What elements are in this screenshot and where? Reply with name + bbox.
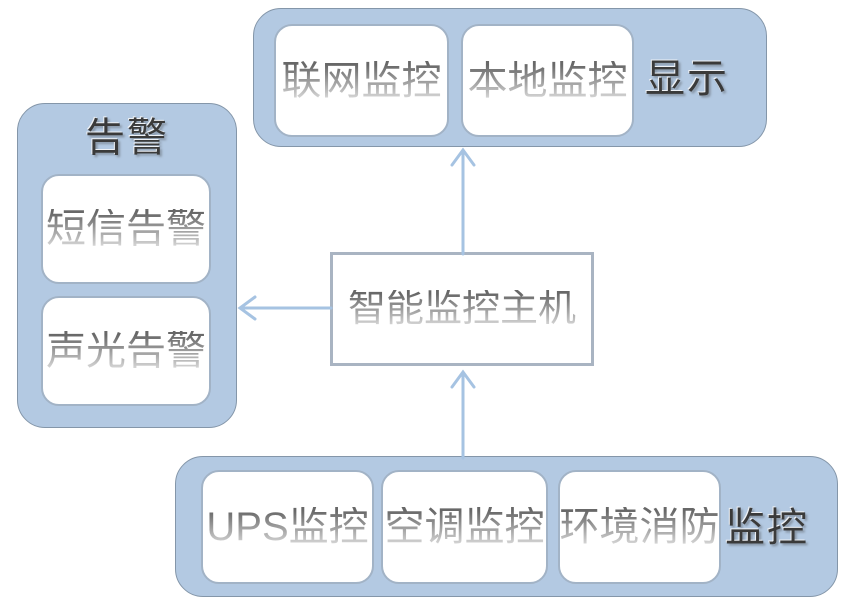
monitor-group-label-text: 监控	[725, 505, 809, 550]
arrow-center-to-display	[450, 147, 476, 256]
node-sound-light-alarm-label: 声光告警	[46, 329, 206, 373]
center-host-node: 智能监控主机	[330, 252, 594, 366]
display-group: 联网监控 本地监控 显示	[253, 8, 767, 147]
node-ups-monitoring-label: UPS监控	[206, 505, 369, 549]
node-sms-alarm: 短信告警	[41, 174, 211, 284]
monitor-group-label: 监控	[725, 457, 809, 598]
alarm-group-label: 告警	[18, 118, 236, 158]
monitor-group: UPS监控 空调监控 环境消防 监控	[175, 456, 838, 597]
node-local-monitoring-label: 本地监控	[467, 58, 628, 103]
node-ups-monitoring: UPS监控	[201, 470, 374, 584]
alarm-group: 告警 短信告警 声光告警	[17, 103, 237, 428]
alarm-group-label-text: 告警	[85, 116, 169, 160]
node-network-monitoring: 联网监控	[274, 24, 449, 137]
arrow-center-to-alarm	[237, 295, 333, 321]
node-sms-alarm-label: 短信告警	[46, 207, 206, 251]
node-local-monitoring: 本地监控	[461, 24, 634, 137]
center-host-node-label: 智能监控主机	[347, 288, 576, 330]
node-sound-light-alarm: 声光告警	[41, 296, 211, 406]
node-environment-fire-label: 环境消防	[559, 505, 720, 549]
node-ac-monitoring-label: 空调监控	[384, 505, 545, 549]
arrow-monitor-to-center	[450, 369, 476, 460]
node-environment-fire: 环境消防	[558, 470, 721, 584]
node-network-monitoring-label: 联网监控	[281, 58, 442, 103]
display-group-label-text: 显示	[645, 56, 729, 101]
display-group-label: 显示	[645, 9, 729, 148]
node-ac-monitoring: 空调监控	[381, 470, 548, 584]
